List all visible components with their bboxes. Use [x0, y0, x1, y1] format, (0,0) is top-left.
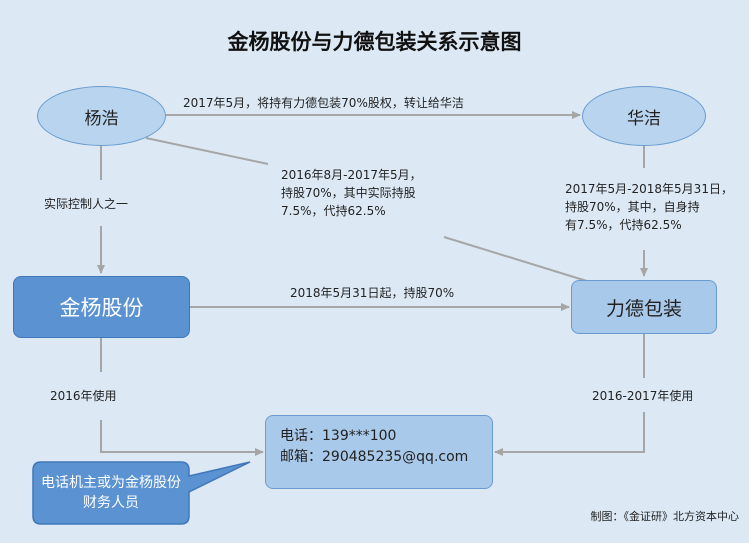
- label-line: 7.5%，代持62.5%: [281, 204, 386, 218]
- callout-text: 电话机主或为金杨股份财务人员: [41, 475, 181, 511]
- label-line: 2016年8月-2017年5月，: [281, 168, 422, 182]
- label-line: 持股70%，其中实际持股: [281, 186, 416, 200]
- label-yanghao-to-jinyang: 实际控制人之一: [44, 197, 129, 211]
- contact-phone: 电话：139***100: [280, 428, 397, 444]
- label-line: 2017年5月-2018年5月31日，: [565, 182, 733, 196]
- arrow-jinyang-to-contact: [100, 420, 264, 456]
- contact-box: 电话：139***100 邮箱：290485235@qq.com: [265, 415, 493, 489]
- node-jinyang: 金杨股份: [13, 276, 190, 338]
- node-lide: 力德包装: [571, 280, 717, 334]
- label-line: 有7.5%，代持62.5%: [565, 218, 682, 232]
- contact-email: 邮箱：290485235@qq.com: [280, 449, 469, 465]
- label-lide-to-contact: 2016-2017年使用: [592, 389, 694, 403]
- label-huajie-to-lide: 2017年5月-2018年5月31日， 持股70%，其中，自身持 有7.5%，代…: [565, 180, 733, 234]
- callout-bubble: [32, 461, 251, 525]
- label-yanghao-to-huajie: 2017年5月，将持有力德包装70%股权，转让给华洁: [183, 96, 464, 110]
- label-jinyang-to-contact: 2016年使用: [50, 389, 117, 403]
- label-line: 持股70%，其中，自身持: [565, 200, 700, 214]
- node-huajie: 华洁: [582, 86, 706, 146]
- line-yanghao-to-lide-b: [443, 236, 591, 283]
- arrow-lide-to-contact: [494, 412, 645, 456]
- footer-credit: 制图：《金证研》北方资本中心: [590, 510, 740, 523]
- label-jinyang-to-lide: 2018年5月31日起，持股70%: [290, 286, 455, 300]
- node-yanghao: 杨浩: [37, 86, 166, 146]
- page-title: 金杨股份与力德包装关系示意图: [227, 30, 522, 54]
- label-yanghao-to-lide: 2016年8月-2017年5月， 持股70%，其中实际持股 7.5%，代持62.…: [281, 166, 422, 220]
- line-yanghao-to-lide-a: [145, 137, 269, 165]
